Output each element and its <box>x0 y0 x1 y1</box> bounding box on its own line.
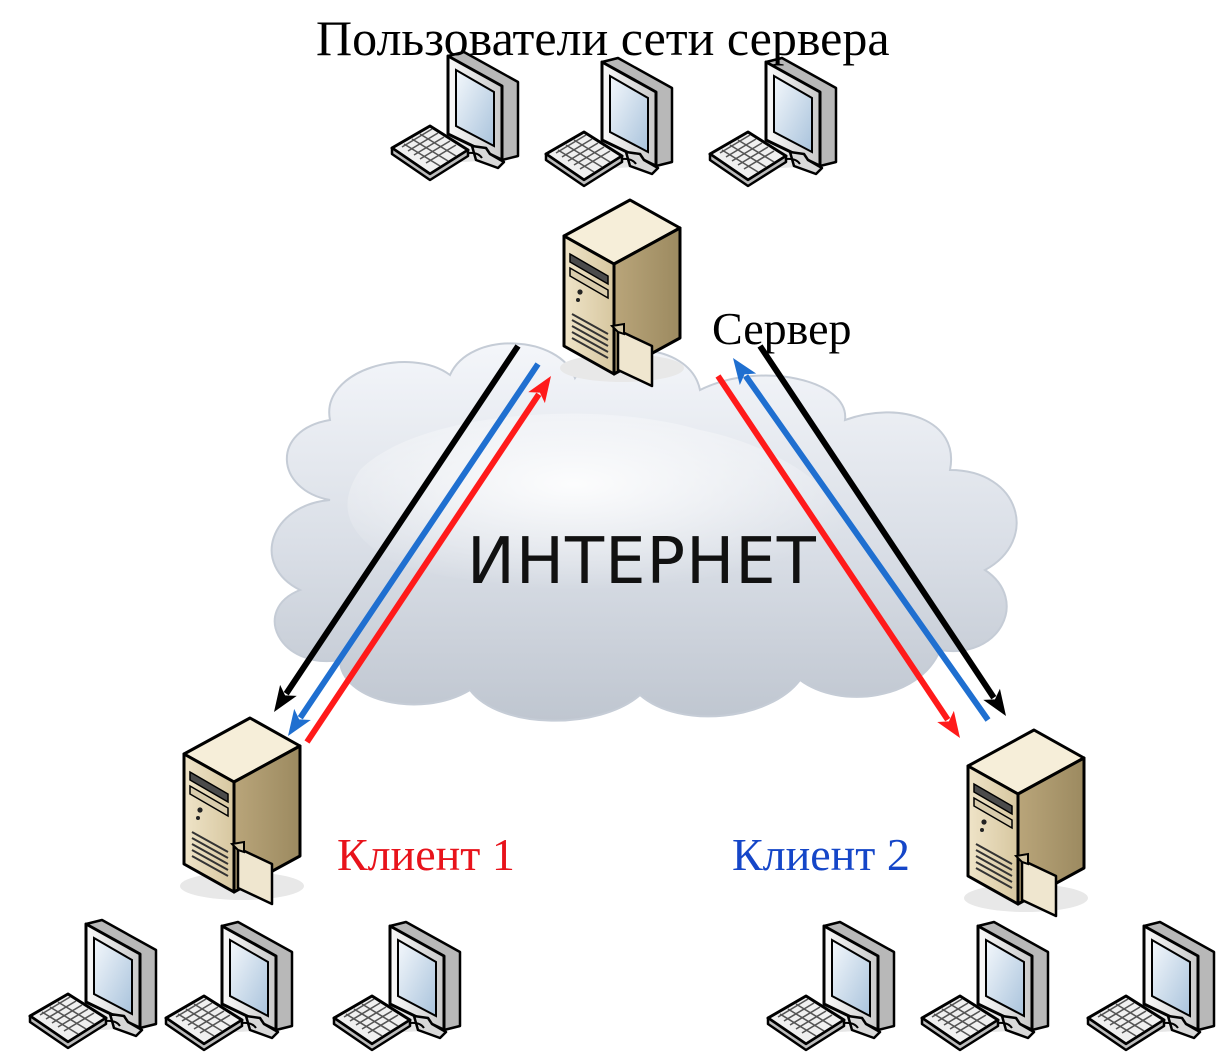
user-computer-icon <box>708 56 838 188</box>
arrow-server-to-client2-red-head <box>937 710 960 738</box>
server-tower-icon <box>558 198 686 388</box>
client2-computer-icon <box>920 920 1050 1052</box>
arrow-client2-to-server-blue <box>733 358 991 722</box>
client1-computer-icon <box>164 920 294 1052</box>
arrow-client1-to-server-red <box>304 376 551 744</box>
client1-computer-icon <box>332 920 462 1052</box>
arrow-server-to-client1-black-shaft <box>283 344 521 696</box>
arrow-server-to-client2-red <box>715 374 960 738</box>
arrow-server-to-client1-blue <box>288 362 541 736</box>
arrow-server-to-client1-black-head <box>274 684 297 712</box>
arrow-client1-to-server-red-head <box>528 376 551 404</box>
internet-cloud-label: ИНТЕРНЕТ <box>467 525 817 599</box>
user-computer-icon <box>390 50 520 182</box>
client2-server-icon <box>962 728 1090 918</box>
client1-label: Клиент 1 <box>337 829 515 880</box>
client1-computer-icon <box>28 918 158 1050</box>
client1-server-icon <box>178 716 306 906</box>
data-flow-arrows <box>274 344 1006 744</box>
diagram-title: Пользователи сети сервера <box>316 10 890 66</box>
arrow-server-to-client2-red-shaft <box>715 374 951 722</box>
server-label: Сервер <box>712 303 852 354</box>
arrow-server-to-client2-black-shaft <box>757 344 997 700</box>
arrow-server-to-client2-black <box>757 344 1006 716</box>
arrow-client1-to-server-red-shaft <box>304 392 542 744</box>
client2-label: Клиент 2 <box>732 829 910 880</box>
arrow-client2-to-server-blue-head <box>733 358 757 386</box>
arrow-server-to-client1-blue-head <box>288 708 311 736</box>
client2-computer-icon <box>1086 920 1216 1052</box>
client2-computer-icon <box>766 920 896 1052</box>
arrow-server-to-client1-black <box>274 344 521 712</box>
arrow-server-to-client1-blue-shaft <box>297 362 541 720</box>
user-computer-icon <box>544 56 674 188</box>
arrow-client2-to-server-blue-shaft <box>743 374 991 722</box>
arrow-server-to-client2-black-head <box>983 688 1006 716</box>
